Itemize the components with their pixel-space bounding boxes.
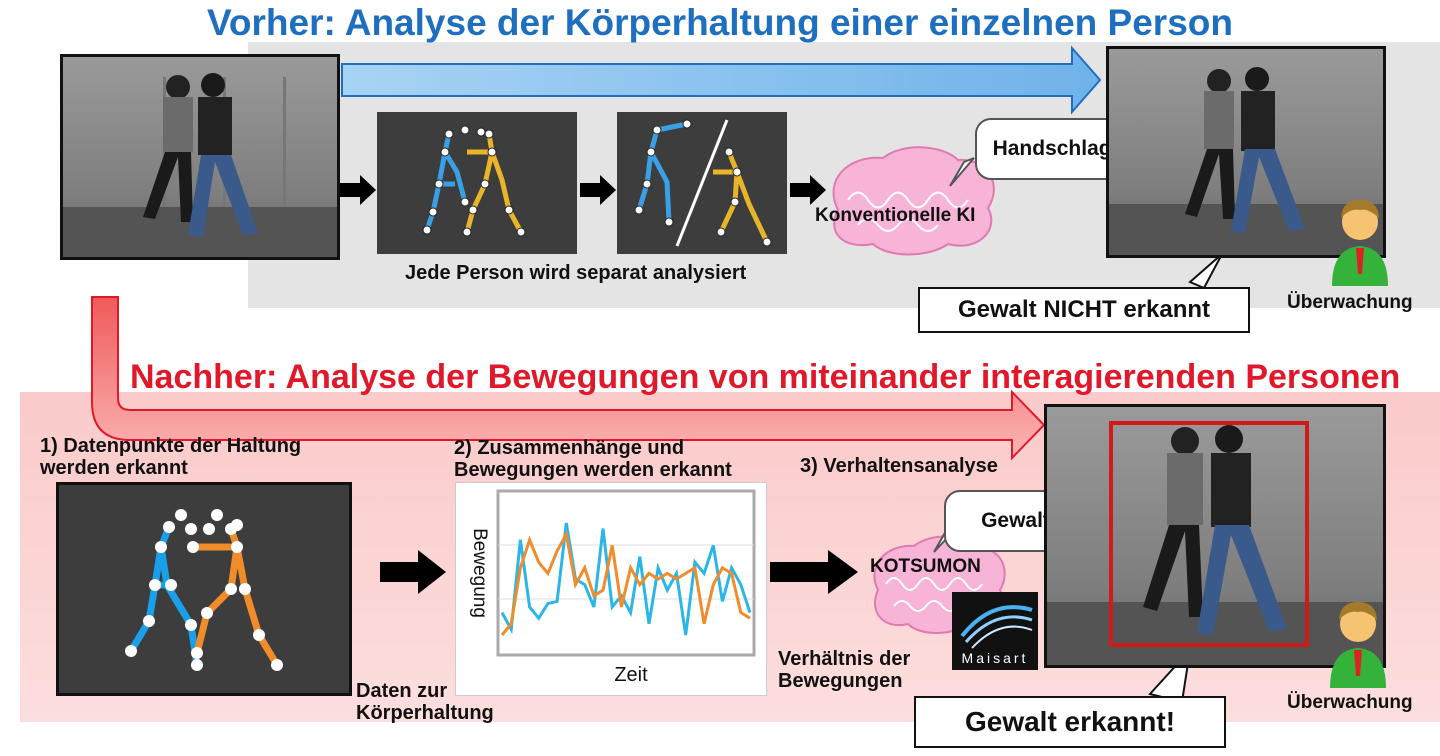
separate-analysis-caption: Jede Person wird separat analysiert [405,262,747,284]
step3-label: 3) Verhaltensanalyse [800,455,998,477]
security-guard-icon-bottom [1330,602,1386,688]
pose-skeleton-separated [617,112,787,254]
step1-label-line1: 1) Datenpunkte der Haltung [40,435,302,457]
pose-data-label-line2: Körperhaltung [356,702,494,724]
step1-label-line2: werden erkannt [40,457,188,479]
top-process-arrow [341,45,1102,115]
pose-keypoints-box [56,482,352,696]
maisart-swoosh-icon [960,605,1033,649]
bottom-process-arrow [91,296,1046,461]
arrow-1 [340,175,376,205]
camera-image-before [60,54,340,260]
arrow-4 [380,550,446,594]
maisart-logo-text: Maisart [961,650,1029,666]
arrow-3 [790,175,826,205]
arrow-5 [770,550,858,594]
camera-image-result-before [1106,46,1386,258]
ratio-label-line2: Bewegungen [778,670,903,692]
step2-label-line2: Bewegungen werden erkannt [454,459,732,481]
series-line-2 [500,529,751,636]
bottom-title: Nachher: Analyse der Bewegungen von mite… [130,358,1401,396]
plot-frame [496,489,756,657]
x-axis-label: Zeit [614,664,648,686]
camera-image-after [1044,404,1386,668]
top-title: Vorher: Analyse der Körperhaltung einer … [207,2,1233,43]
movement-line-chart: Zeit Bewegung [469,489,756,686]
pose-data-label-line1: Daten zur [356,680,448,702]
arrow-2 [580,175,616,205]
detection-frame [1109,421,1309,647]
step2-label-line1: 2) Zusammenhänge und [454,437,685,459]
speech-bubble-tail-top [949,157,975,187]
series-line-1 [500,522,752,636]
y-axis-label: Bewegung [469,528,490,618]
pose-skeleton-combined [377,112,577,254]
movement-chart: Zeit Bewegung [455,482,767,696]
security-guard-icon [1332,200,1388,286]
monitoring-label-top: Überwachung [1287,292,1413,313]
monitoring-label-bottom: Überwachung [1287,692,1413,713]
conventional-ai-label: Konventionelle KI [815,205,976,226]
maisart-logo: Maisart [952,592,1038,670]
kotsumon-label: KOTSUMON [870,556,981,577]
brain-icon [832,146,995,256]
result-callout-bottom: Gewalt erkannt! [914,696,1226,748]
result-callout-top: Gewalt NICHT erkannt [918,287,1250,333]
ratio-label-line1: Verhältnis der [778,648,911,670]
